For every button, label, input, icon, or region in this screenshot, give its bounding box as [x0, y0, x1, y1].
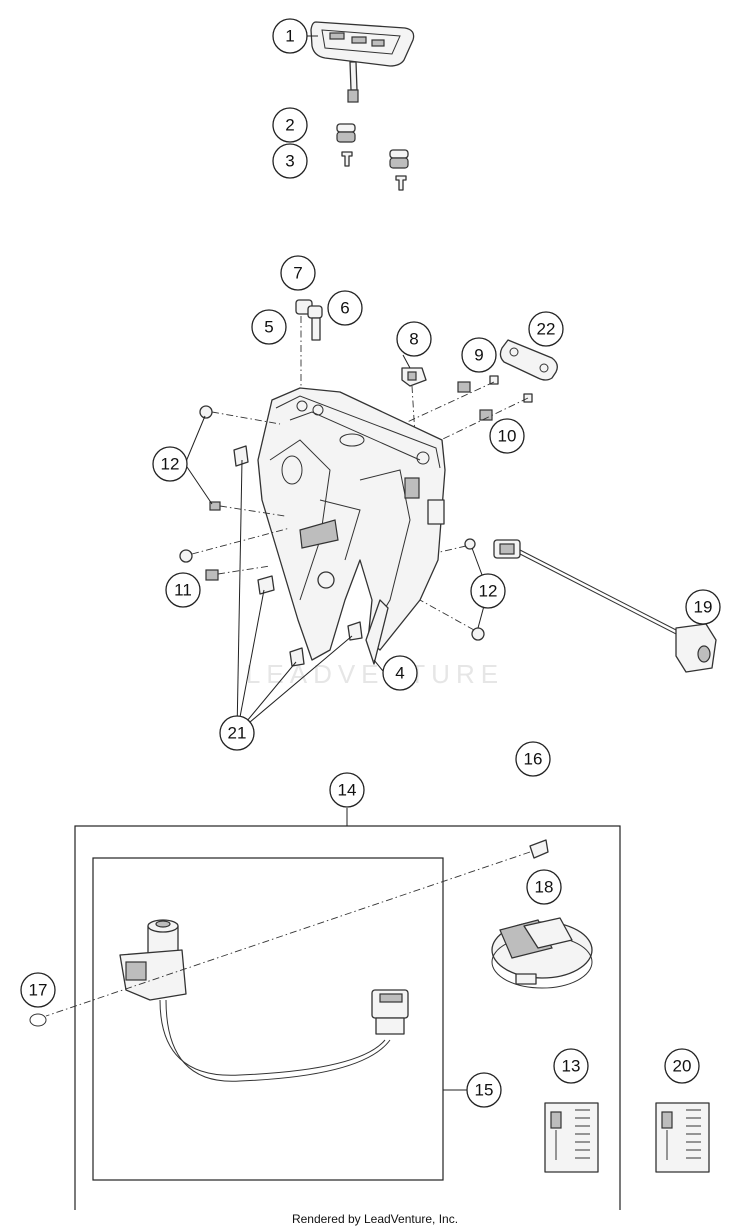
svg-text:8: 8	[409, 330, 418, 349]
callout-11: 11	[165, 572, 201, 608]
svg-text:19: 19	[694, 598, 713, 617]
callout-16: 16	[515, 741, 551, 777]
key-card-13	[544, 1102, 599, 1173]
callout-13: 13	[553, 1048, 589, 1084]
screw-and-ring	[29, 839, 549, 1027]
callout-21: 21	[219, 715, 255, 751]
callout-17: 17	[20, 972, 56, 1008]
callout-2: 2	[272, 107, 308, 143]
screws-left	[179, 405, 485, 641]
svg-text:11: 11	[174, 581, 192, 600]
svg-text:10: 10	[498, 427, 517, 446]
footer-credit: Rendered by LeadVenture, Inc.	[291, 1212, 459, 1226]
callout-12-right: 12	[470, 573, 506, 609]
leader-lines	[184, 35, 489, 1091]
svg-text:15: 15	[475, 1081, 494, 1100]
svg-text:6: 6	[340, 299, 349, 318]
callout-4: 4	[382, 655, 418, 691]
callout-14: 14	[329, 772, 365, 808]
nuts-screws-right	[389, 375, 533, 451]
svg-text:17: 17	[29, 981, 48, 1000]
kit-outline-15	[92, 857, 444, 1181]
callout-20: 20	[664, 1048, 700, 1084]
fuel-cap	[491, 917, 593, 989]
watermark: LEADVENTURE	[246, 659, 504, 689]
callout-10: 10	[489, 418, 525, 454]
callout-12-left: 12	[152, 446, 188, 482]
svg-text:12: 12	[161, 455, 180, 474]
callout-7: 7	[280, 255, 316, 291]
callout-8: 8	[396, 321, 432, 357]
svg-text:13: 13	[562, 1057, 581, 1076]
svg-text:16: 16	[524, 750, 543, 769]
main-bracket	[257, 387, 446, 665]
mounting-plate	[499, 339, 558, 381]
callout-9: 9	[461, 337, 497, 373]
sensor-cable	[493, 539, 717, 673]
callout-5: 5	[251, 309, 287, 345]
dashboard-display	[310, 21, 415, 103]
svg-text:1: 1	[285, 27, 294, 46]
grommets-screws	[336, 123, 409, 191]
callout-1: 1	[272, 18, 308, 54]
callout-18: 18	[526, 869, 562, 905]
svg-text:14: 14	[338, 781, 357, 800]
callout-22: 22	[528, 311, 564, 347]
clips	[233, 445, 363, 667]
callout-3: 3	[272, 143, 308, 179]
svg-text:21: 21	[228, 724, 247, 743]
svg-text:18: 18	[535, 878, 554, 897]
callout-6: 6	[327, 290, 363, 326]
svg-text:20: 20	[673, 1057, 692, 1076]
svg-text:9: 9	[474, 346, 483, 365]
svg-text:7: 7	[293, 264, 302, 283]
key-card-20	[655, 1102, 710, 1173]
callout-15: 15	[466, 1072, 502, 1108]
callout-19: 19	[685, 589, 721, 625]
svg-text:2: 2	[285, 116, 294, 135]
pins	[295, 299, 323, 400]
svg-text:3: 3	[285, 152, 294, 171]
svg-text:4: 4	[395, 664, 404, 683]
svg-text:5: 5	[264, 318, 273, 337]
svg-text:22: 22	[537, 320, 556, 339]
svg-text:12: 12	[479, 582, 498, 601]
ignition-lock	[119, 919, 409, 1082]
